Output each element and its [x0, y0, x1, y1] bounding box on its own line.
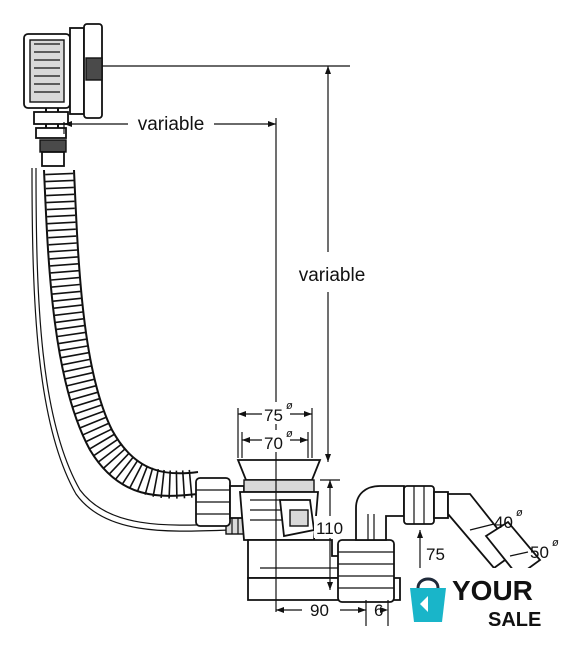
hose-rib	[74, 404, 102, 415]
hose-rib	[144, 467, 154, 495]
hose-rib	[98, 444, 122, 463]
hose-rib	[188, 469, 193, 498]
hose-rib	[70, 391, 98, 401]
hose-rib	[53, 297, 82, 302]
dia-symbol-40: ø	[516, 507, 523, 519]
outlet-elbow	[355, 485, 542, 578]
hose-rib	[114, 456, 134, 480]
hose-rib	[60, 351, 89, 359]
hose-rib	[57, 331, 86, 338]
hose-rib	[152, 468, 160, 497]
hose-rib	[79, 416, 107, 429]
hose-connector-nut	[195, 477, 245, 527]
hose-rib	[52, 290, 81, 295]
label-width-90: 90	[310, 601, 329, 620]
hose-rib	[46, 207, 75, 211]
dimension-labels: variable variable 75 ø 70 ø 110 75 90 6 …	[128, 112, 559, 620]
label-dia-40: 40	[494, 513, 513, 532]
hose-rib	[89, 433, 115, 450]
hose-rib	[59, 345, 88, 352]
hose-rib	[58, 338, 87, 345]
hose-rib	[77, 410, 104, 422]
watermark-line1: YOUR	[452, 575, 533, 606]
trap-assembly	[247, 539, 401, 603]
hose-rib	[50, 269, 79, 274]
hose-rib	[45, 186, 74, 190]
label-height-110: 110	[316, 519, 343, 538]
hose-rib	[53, 304, 82, 309]
hose-rib	[62, 358, 90, 366]
dia-symbol-70: ø	[286, 428, 293, 440]
hose-rib	[51, 276, 80, 281]
label-variable-vertical: variable	[299, 265, 366, 286]
hose-rib	[55, 318, 84, 324]
hose-rib	[136, 465, 149, 493]
label-height-75: 75	[426, 545, 445, 564]
corrugated-hose	[43, 169, 199, 499]
hose-rib	[85, 428, 112, 443]
hose-rib	[48, 235, 77, 239]
hose-rib	[54, 311, 83, 317]
hose-rib	[66, 378, 95, 387]
label-width-6: 6	[374, 601, 383, 620]
label-dia-50: 50	[530, 543, 549, 562]
shopping-bag-icon	[410, 577, 446, 622]
watermark-line2: SALE	[488, 609, 541, 631]
label-dia-70: 70	[264, 434, 283, 453]
dimension-lines	[63, 65, 529, 626]
hose-rib	[108, 453, 130, 475]
label-dia-75: 75	[264, 406, 283, 425]
hose-rib	[63, 365, 92, 373]
hose-rib	[46, 193, 75, 197]
hose-rib	[46, 200, 75, 204]
hose-rib	[48, 242, 77, 246]
label-variable-horizontal: variable	[138, 114, 205, 135]
hose-rib	[128, 463, 144, 489]
hose-rib	[121, 460, 139, 485]
hose-rib	[160, 469, 165, 498]
hose-rib	[56, 324, 85, 331]
yoursale-watermark: YOUR SALE	[402, 568, 554, 634]
hose-rib	[50, 263, 79, 267]
hose-rib	[82, 422, 109, 436]
hose-rib	[103, 448, 126, 469]
waste-body	[236, 459, 322, 541]
hose-rib	[68, 385, 97, 394]
dia-symbol-50: ø	[552, 537, 559, 549]
hose-rib	[45, 179, 74, 183]
hose-rib	[168, 470, 171, 499]
hose-rib	[47, 221, 76, 225]
overflow-head	[23, 23, 103, 167]
hose-rib	[49, 256, 78, 260]
hose-rib	[93, 439, 118, 457]
hose-rib	[175, 470, 178, 499]
hose-rib	[51, 283, 80, 288]
hose-rib	[65, 371, 93, 380]
hose-rib	[181, 470, 186, 499]
hose-rib	[49, 249, 78, 253]
dia-symbol-75: ø	[286, 400, 293, 412]
hose-rib	[47, 228, 76, 232]
hose-rib	[72, 397, 100, 408]
hose-rib	[45, 172, 74, 176]
hose-rib	[47, 214, 76, 218]
